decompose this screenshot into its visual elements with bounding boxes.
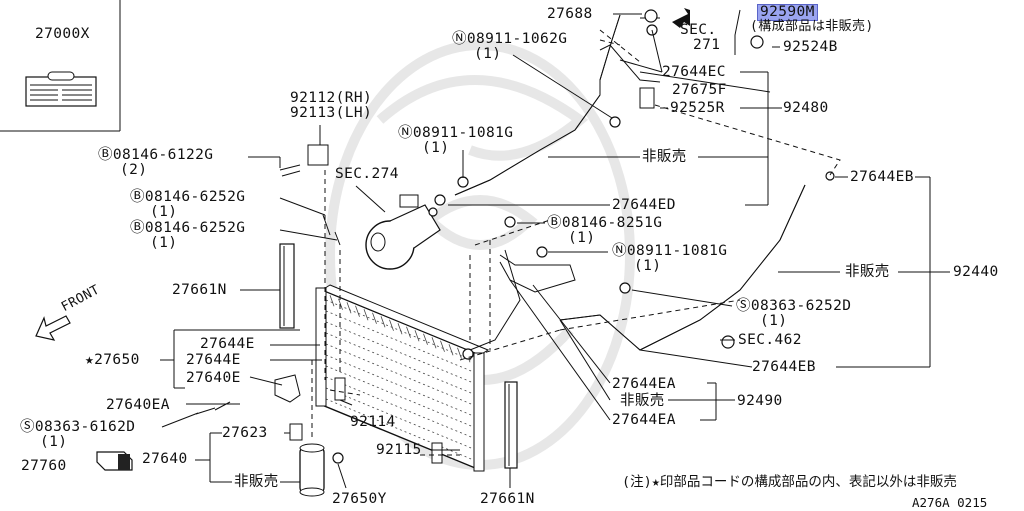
front-arrow-icon	[35, 315, 71, 341]
nut-prefix-icon: Ⓝ	[398, 125, 413, 141]
nut-prefix-icon: Ⓝ	[452, 31, 467, 47]
part-label-27640[interactable]: 27640	[142, 451, 188, 467]
qty-08911-1081g-lower: (1)	[634, 258, 662, 274]
not-sold-label-4: 非販売	[234, 474, 279, 490]
seal-strip-left	[279, 243, 295, 329]
part-label-08911-1081g-lower[interactable]: Ⓝ08911-1081G	[612, 243, 728, 259]
part-label-27644e-upper[interactable]: 27644E	[200, 336, 255, 352]
not-sold-label-3: 非販売	[620, 393, 665, 409]
sec-271-arrow-icon	[672, 8, 690, 28]
part-label-92114[interactable]: 92114	[350, 414, 396, 430]
part-label-27623[interactable]: 27623	[222, 425, 268, 441]
receiver-drier-icon	[299, 443, 325, 497]
figure-code: A276A 0215	[912, 495, 988, 510]
screw-prefix-icon: Ⓢ	[736, 298, 751, 314]
part-label-08363-6162d[interactable]: Ⓢ08363-6162D	[20, 419, 136, 435]
compressor-icon	[365, 194, 441, 270]
part-label-27644ea-lower[interactable]: 27644EA	[612, 412, 676, 428]
part-label-27640e[interactable]: 27640E	[186, 370, 241, 386]
bolt-prefix-icon: Ⓑ	[98, 147, 113, 163]
bolt-prefix-icon: Ⓑ	[130, 220, 145, 236]
part-label-92440[interactable]: 92440	[953, 264, 999, 280]
inset-box	[0, 0, 121, 132]
part-label-27760[interactable]: 27760	[21, 458, 67, 474]
qty-08911-1062g: (1)	[474, 46, 502, 62]
refrigerant-pipes	[454, 9, 806, 351]
not-sold-label-2: 非販売	[845, 264, 890, 280]
part-label-27675f[interactable]: 27675F	[672, 82, 727, 98]
part-label-27661n-left[interactable]: 27661N	[172, 282, 227, 298]
part-label-92524b[interactable]: 92524B	[783, 39, 838, 55]
leader-lines	[160, 13, 950, 489]
part-label-08911-1081g-upper[interactable]: Ⓝ08911-1081G	[398, 125, 514, 141]
caution-label-icon	[25, 71, 97, 107]
part-label-08146-8251g[interactable]: Ⓑ08146-8251G	[547, 215, 663, 231]
bolt-prefix-icon: Ⓑ	[547, 215, 562, 231]
part-label-27000x[interactable]: 27000X	[35, 26, 90, 42]
qty-08146-6252g-lower: (1)	[150, 235, 178, 251]
part-label-27644ea-upper[interactable]: 27644EA	[612, 376, 676, 392]
sec-274-label[interactable]: SEC.274	[335, 166, 399, 182]
footnote: (注)★印部品コードの構成部品の内、表記以外は非販売	[622, 474, 957, 490]
part-label-92112[interactable]: 92112(RH)	[290, 90, 373, 106]
nut-prefix-icon: Ⓝ	[612, 243, 627, 259]
part-label-27650y[interactable]: 27650Y	[332, 491, 387, 507]
qty-08911-1081g-upper: (1)	[422, 140, 450, 156]
part-label-27688[interactable]: 27688	[547, 6, 593, 22]
part-label-08146-6252g-upper[interactable]: Ⓑ08146-6252G	[130, 189, 246, 205]
part-label-27644eb-top[interactable]: 27644EB	[850, 169, 914, 185]
part-label-08363-6252d[interactable]: Ⓢ08363-6252D	[736, 298, 852, 314]
part-label-27644ec[interactable]: 27644EC	[662, 64, 726, 80]
part-label-92480[interactable]: 92480	[783, 100, 829, 116]
part-label-08911-1062g[interactable]: Ⓝ08911-1062G	[452, 31, 568, 47]
part-label-92590m[interactable]: 92590M	[757, 4, 818, 21]
part-label-27650[interactable]: ★27650	[85, 352, 140, 368]
part-label-92115[interactable]: 92115	[376, 442, 422, 458]
pressure-switch-icon	[96, 451, 133, 471]
part-label-27661n-right[interactable]: 27661N	[480, 491, 535, 507]
part-label-08146-6122g[interactable]: Ⓑ08146-6122G	[98, 147, 214, 163]
not-sold-label-1: 非販売	[642, 149, 687, 165]
part-label-92490[interactable]: 92490	[737, 393, 783, 409]
part-label-27644eb-bottom[interactable]: 27644EB	[752, 359, 816, 375]
qty-08363-6252d: (1)	[760, 313, 788, 329]
part-label-27644e-lower[interactable]: 27644E	[186, 352, 241, 368]
condenser-icon	[315, 284, 490, 472]
sec-271-number[interactable]: 271	[693, 37, 721, 53]
dashed-guide-lines	[311, 29, 841, 456]
sec-462-label[interactable]: SEC.462	[738, 332, 802, 348]
screw-prefix-icon: Ⓢ	[20, 419, 35, 435]
part-label-27644ed[interactable]: 27644ED	[612, 197, 676, 213]
qty-08363-6162d: (1)	[40, 434, 68, 450]
part-label-92113[interactable]: 92113(LH)	[290, 105, 373, 121]
sec-271-label[interactable]: SEC.	[680, 22, 717, 38]
part-label-08146-6252g-lower[interactable]: Ⓑ08146-6252G	[130, 220, 246, 236]
qty-08146-8251g: (1)	[568, 230, 596, 246]
qty-08146-6122g: (2)	[120, 162, 148, 178]
not-sold-note: (構成部品は非販売)	[750, 19, 874, 34]
seal-strip-right	[504, 381, 518, 469]
part-label-27640ea[interactable]: 27640EA	[106, 397, 170, 413]
qty-08146-6252g-upper: (1)	[150, 204, 178, 220]
part-label-92525r[interactable]: 92525R	[670, 100, 725, 116]
bolt-prefix-icon: Ⓑ	[130, 189, 145, 205]
